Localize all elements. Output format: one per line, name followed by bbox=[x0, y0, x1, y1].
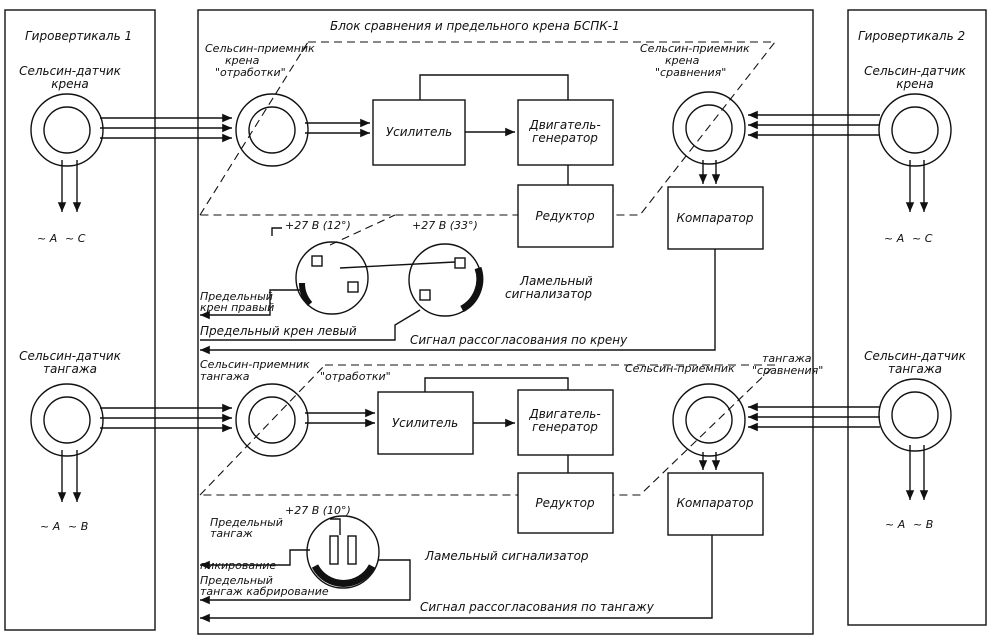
gyro2-title: Гировертикаль 2 bbox=[858, 29, 965, 43]
pitch-receiver-work-icon bbox=[235, 383, 309, 457]
roll-limit-left: Предельный крен левый bbox=[200, 324, 357, 338]
roll-v2: +27 В (33°) bbox=[412, 219, 478, 232]
unit-title: Блок сравнения и предельного крена БСПК-… bbox=[330, 19, 620, 33]
pitch-dashed-mechanical-frame bbox=[200, 364, 777, 496]
gyro1-roll-out-b: ~ C bbox=[65, 232, 86, 245]
pitch-amplifier-box bbox=[377, 391, 474, 455]
gyro1-pitch-out-b: ~ B bbox=[68, 520, 88, 533]
gyro2-roll-out-a: ~ A bbox=[884, 232, 904, 245]
roll-motor-box bbox=[517, 99, 614, 166]
gyro2-roll-sensor-icon bbox=[878, 93, 952, 167]
gyro2-frame bbox=[847, 9, 987, 626]
roll-receiver-compare-icon bbox=[672, 91, 746, 165]
pitch-v1: +27 В (10°) bbox=[285, 504, 351, 517]
pitch-lamellar-signalizer bbox=[306, 515, 380, 589]
pitch-receiver-compare-icon bbox=[672, 383, 746, 457]
gyro2-pitch-out-b: ~ B bbox=[913, 518, 933, 531]
gyro1-pitch-out-a: ~ A bbox=[40, 520, 60, 533]
gyro1-pitch-sensor-icon bbox=[30, 383, 104, 457]
roll-lamellar-signalizer-left bbox=[295, 241, 369, 315]
pitch-reducer-box bbox=[517, 472, 614, 534]
pitch-amplifier-label: Усилитель bbox=[392, 416, 458, 430]
pitch-receiver-compare-label: Сельсин-приемниктангажа"сравнения" bbox=[625, 352, 823, 377]
gyro1-title: Гировертикаль 1 bbox=[25, 29, 132, 43]
unit-frame bbox=[197, 9, 814, 635]
roll-dashed-mechanical-frame bbox=[200, 41, 777, 216]
pitch-motor-box bbox=[517, 389, 614, 456]
pitch-reducer-label: Редуктор bbox=[535, 496, 595, 510]
pitch-comparator-label: Компаратор bbox=[676, 496, 753, 510]
gyro1-roll-sensor-icon bbox=[30, 93, 104, 167]
roll-comparator-label: Компаратор bbox=[676, 211, 753, 225]
pitch-mismatch-signal: Сигнал рассогласования по тангажу bbox=[420, 600, 655, 614]
roll-reducer-label: Редуктор bbox=[535, 209, 595, 223]
pitch-motor-label: Двигатель-генератор bbox=[528, 407, 600, 434]
gyro2-pitch-out-a: ~ A bbox=[885, 518, 905, 531]
roll-amplifier-label: Усилитель bbox=[386, 125, 452, 139]
roll-receiver-work-icon bbox=[235, 93, 309, 167]
gyro1-roll-out-a: ~ A bbox=[37, 232, 57, 245]
gyro1-frame bbox=[4, 9, 156, 631]
roll-mismatch-signal: Сигнал рассогласования по крену bbox=[410, 333, 628, 347]
roll-lamellar-signalizer-right bbox=[408, 243, 484, 317]
gyro2-pitch-sensor-icon bbox=[878, 378, 952, 452]
pitch-lamp-label: Ламельный сигнализатор bbox=[424, 549, 589, 563]
roll-v1: +27 В (12°) bbox=[285, 219, 351, 232]
roll-motor-label: Двигатель-генератор bbox=[528, 118, 600, 145]
roll-comparator-box bbox=[667, 186, 764, 250]
roll-reducer-box bbox=[517, 184, 614, 248]
gyro2-roll-out-b: ~ C bbox=[912, 232, 933, 245]
pitch-comparator-box bbox=[667, 472, 764, 536]
